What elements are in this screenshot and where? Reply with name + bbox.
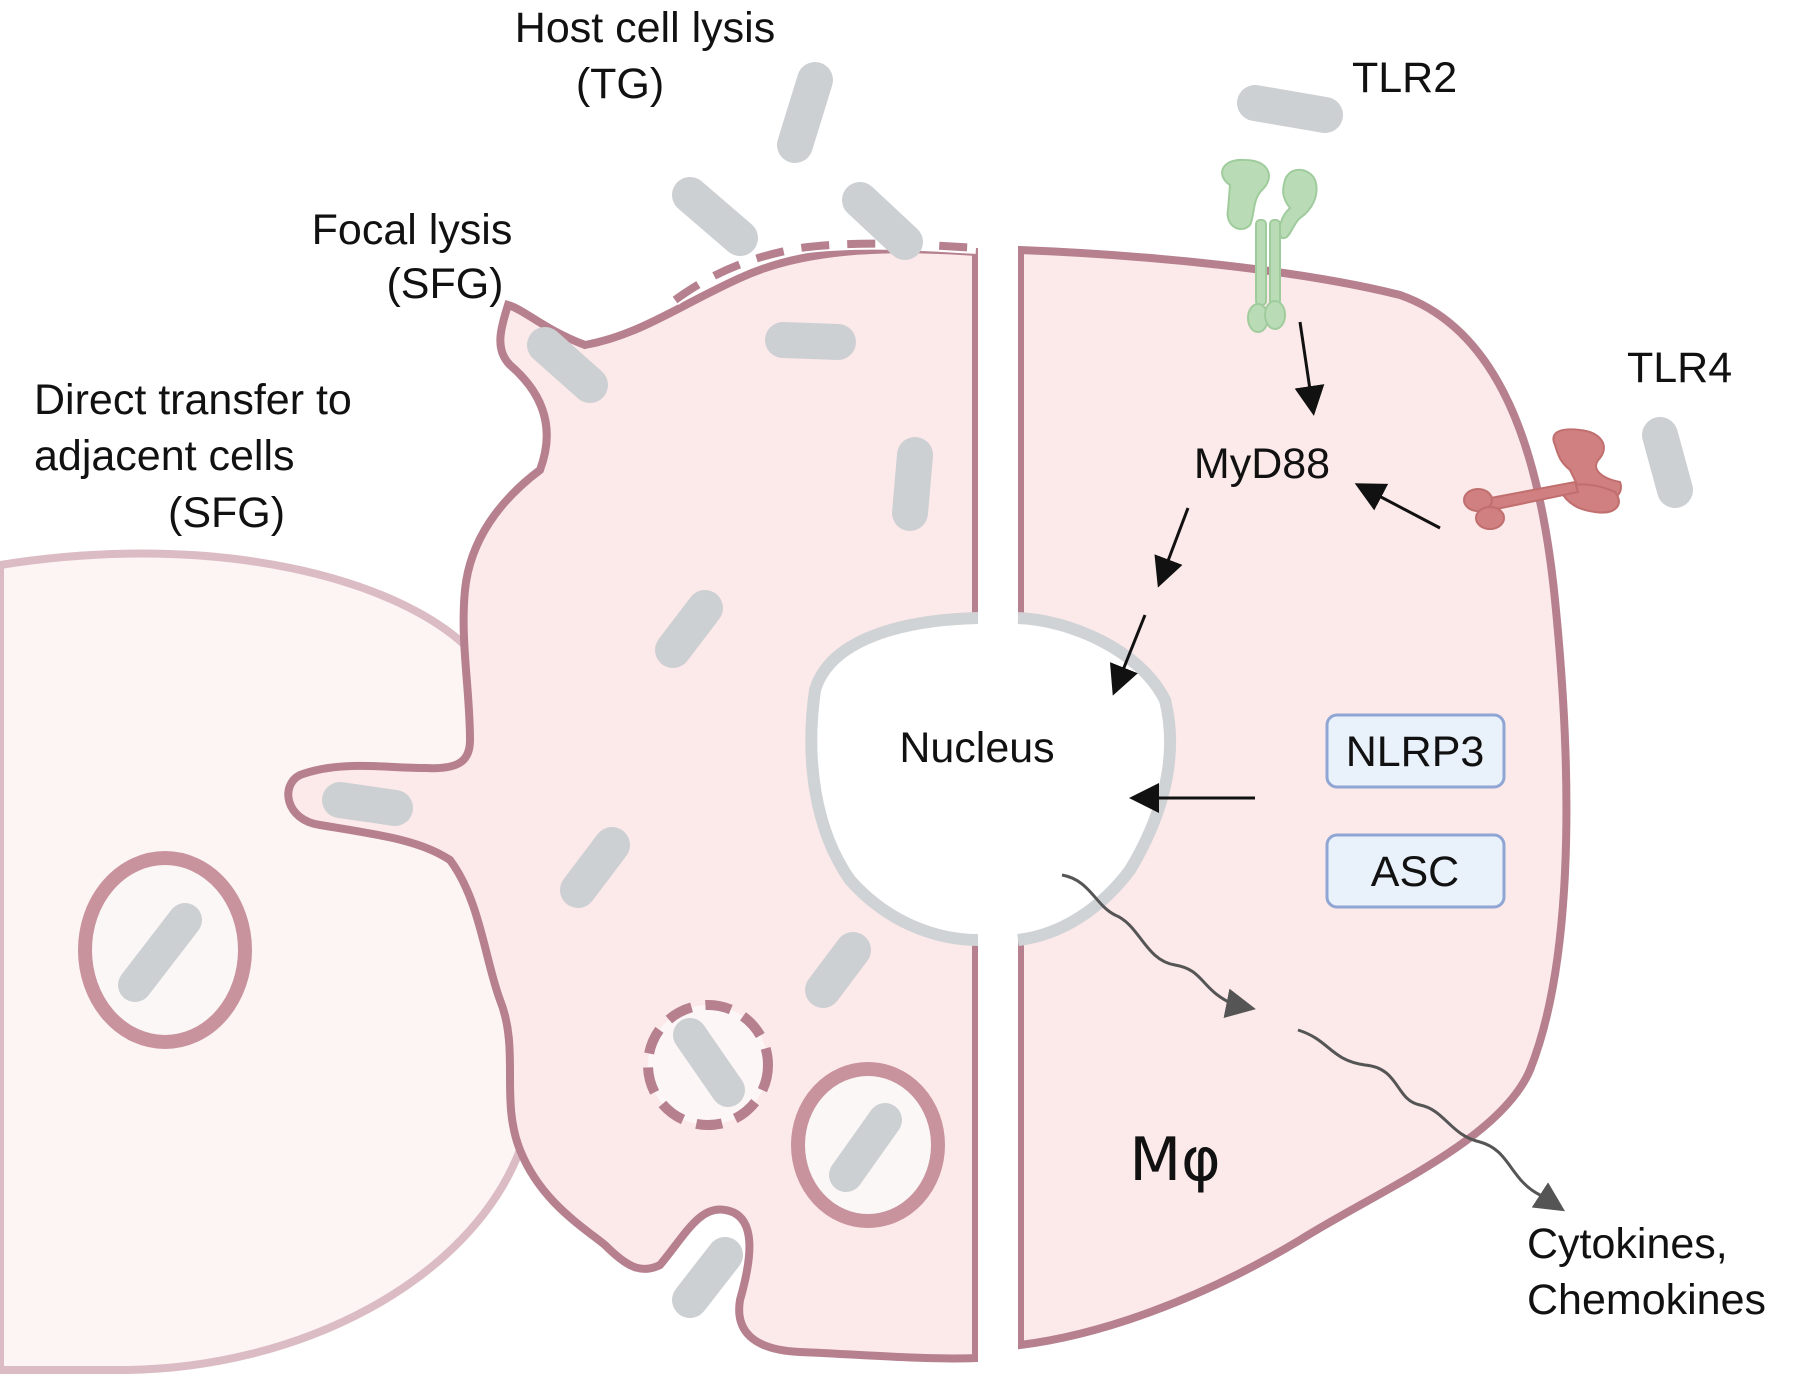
- bacterium: [1237, 85, 1343, 133]
- vacuole-with-bacterium-2: [791, 1062, 945, 1228]
- bacterium: [322, 782, 413, 826]
- tlr2-label: TLR2: [1352, 54, 1457, 102]
- bacterium: [842, 182, 923, 260]
- cytokines-label-line2: Chemokines: [1527, 1276, 1766, 1324]
- bacteria-group: [322, 62, 1693, 1318]
- tlr4-label: TLR4: [1627, 344, 1732, 392]
- text-labels: Host cell lysis (TG) Focal lysis (SFG) D…: [34, 4, 1766, 1324]
- tlr4-receptor: [1463, 428, 1622, 530]
- bacterium: [527, 327, 608, 403]
- nlrp3-label: NLRP3: [1346, 728, 1485, 776]
- bacterium: [805, 932, 871, 1008]
- nlrp3-box: NLRP3: [1325, 713, 1506, 789]
- bacterium: [118, 903, 202, 1002]
- vacuole-with-bacterium: [78, 851, 252, 1049]
- signaling-arrows: [1109, 321, 1441, 813]
- macrophage-label: Mφ: [1129, 1125, 1220, 1195]
- adjacent-cell: [0, 549, 525, 1374]
- bacterium: [673, 1018, 745, 1107]
- bacterium: [892, 437, 933, 531]
- bacterium: [672, 177, 758, 256]
- cytokines-label-line1: Cytokines,: [1527, 1220, 1728, 1268]
- bacterium: [672, 1237, 743, 1318]
- bacterium: [1642, 417, 1693, 508]
- arrow-tlr4-to-myd88: [1354, 483, 1441, 530]
- asc-box: ASC: [1325, 833, 1506, 909]
- myd88-label: MyD88: [1194, 440, 1330, 488]
- direct-transfer-label-line1: Direct transfer to: [34, 376, 352, 424]
- nucleus-label: Nucleus: [899, 724, 1054, 772]
- arrow-tlr2-to-myd88: [1294, 321, 1325, 416]
- bacterium: [765, 322, 856, 360]
- nucleus: [805, 612, 1177, 946]
- direct-transfer-label-line2: adjacent cells: [34, 432, 295, 480]
- bacterium: [777, 62, 833, 163]
- direct-transfer-label-line3: (SFG): [168, 489, 285, 537]
- tlr2-receptor: [1221, 158, 1318, 333]
- cell-gap: [978, 240, 1018, 1380]
- asc-label: ASC: [1371, 848, 1459, 896]
- host-lysis-label-line2: (TG): [576, 60, 664, 108]
- cytokine-output-arrows: [1061, 873, 1566, 1212]
- arrow-myd88-down-2: [1109, 614, 1147, 696]
- squiggle-arrow-1: [1061, 873, 1256, 1019]
- focal-lysis-label-line1: Focal lysis: [312, 206, 513, 254]
- squiggle-arrow-2: [1297, 1028, 1566, 1212]
- ruptured-vacuole: [643, 1000, 773, 1130]
- bacterium: [655, 590, 723, 668]
- focal-lysis-label-line2: (SFG): [386, 260, 503, 308]
- bacterium: [560, 827, 630, 908]
- infected-host-cell: [284, 237, 980, 1363]
- host-lysis-label-line1: Host cell lysis: [515, 4, 775, 52]
- bacterium: [829, 1103, 902, 1192]
- arrow-myd88-down-1: [1154, 507, 1190, 588]
